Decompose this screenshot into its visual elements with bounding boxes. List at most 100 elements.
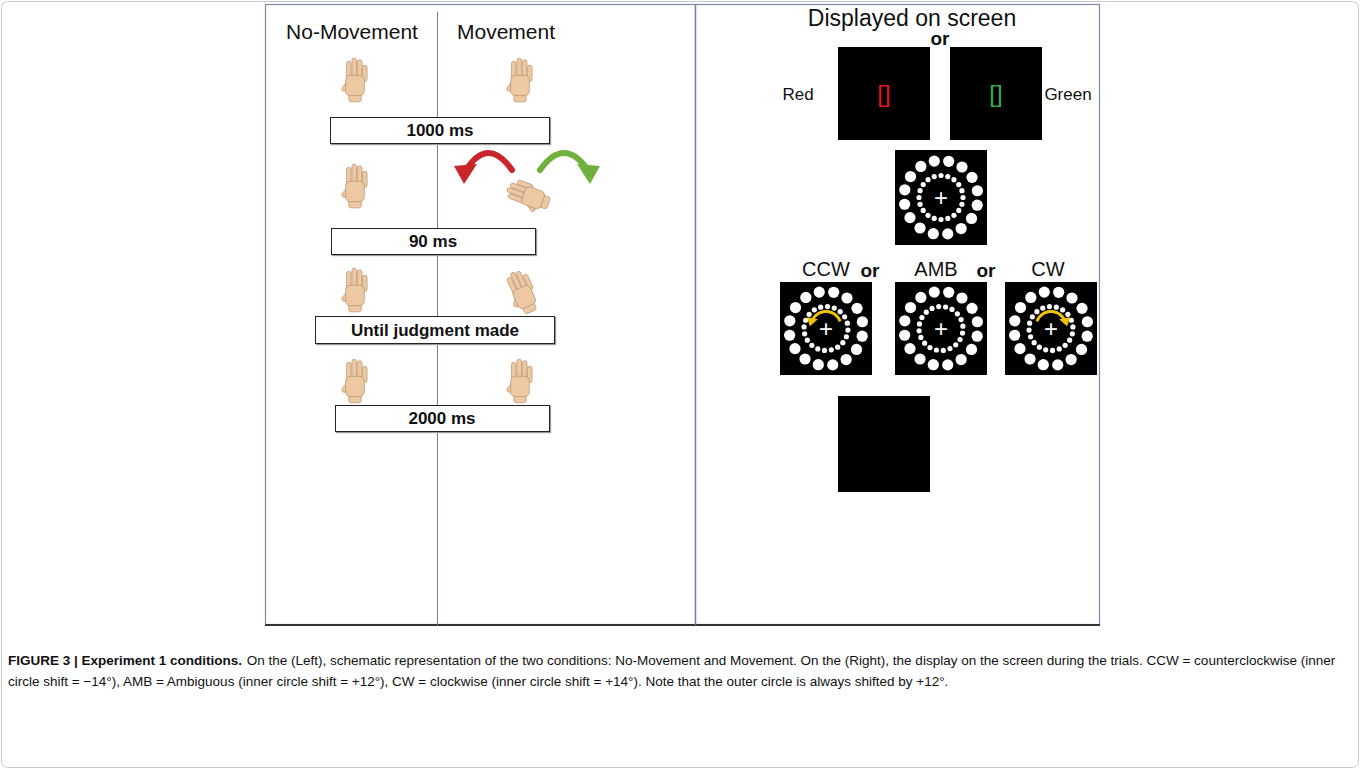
inner-dot [932,174,937,179]
inner-dot [822,348,827,353]
palm [511,376,530,396]
outer-dot [928,359,939,370]
outer-dot [904,343,915,354]
palm [512,284,538,310]
arrowhead [1059,317,1070,326]
inner-dot [938,173,943,178]
screen-symbol: [] [989,82,1002,106]
timing-box: 1000 ms [330,117,550,144]
outer-dot [841,354,852,365]
outer-dot [914,222,925,233]
inner-dot [947,346,952,351]
outer-dot [905,302,916,313]
outer-dot [1066,354,1077,365]
inner-dot [1065,312,1070,317]
screen-symbol: + [819,317,833,341]
outer-dot [841,292,852,303]
inner-dot [917,328,922,333]
hand-illustration [341,268,367,312]
outer-dot [915,292,926,303]
hand-illustration [503,177,553,217]
screen-symbol: + [934,186,948,210]
inner-dot [838,309,843,314]
panel-label: or [977,261,996,282]
outer-dot [899,330,910,341]
inner-dot [917,202,922,207]
outer-dot [928,228,939,239]
timing-box: 2000 ms [335,405,550,432]
outer-dot [956,292,967,303]
arrowhead [807,317,818,326]
outer-dot [784,330,795,341]
hand-illustration [341,164,367,208]
inner-dot [943,304,948,309]
outer-dot [1066,292,1077,303]
panel-bottom-rule [265,624,1100,626]
outer-dot [1038,359,1049,370]
inner-dot [924,310,929,315]
inner-dot [1026,327,1031,332]
outer-dot [915,161,926,172]
inner-dot [945,216,950,221]
inner-dot [1060,307,1065,312]
inner-dot [929,306,934,311]
outer-dot [904,212,915,223]
outer-dot [972,200,983,211]
palm [346,181,365,201]
inner-dot [956,182,961,187]
inner-dot [925,213,930,218]
screen-symbol: + [934,317,948,341]
outer-dot [966,344,977,355]
inner-dot [917,188,922,193]
inner-dot [815,346,820,351]
inner-dot [927,345,932,350]
inner-dot [919,315,924,320]
inner-dot [922,341,927,346]
outer-dot [972,316,983,327]
panel-label: or [861,261,880,282]
screen-symbol: + [1044,317,1058,341]
outer-dot [942,228,953,239]
inner-dot [1070,331,1075,336]
outer-dot [1009,315,1020,326]
inner-dot [959,202,964,207]
inner-dot [960,330,965,335]
palm [511,75,530,95]
inner-dot [832,306,837,311]
inner-dot [959,188,964,193]
figure-caption: FIGURE 3 | Experiment 1 conditions.On th… [8,651,1352,693]
duration-text: Until judgment made [351,322,519,339]
outer-dot [956,223,967,234]
palm [346,285,365,305]
inner-dot [809,343,814,348]
inner-dot [960,195,965,200]
stimulus-screen: + [1005,282,1097,375]
outer-dot [956,354,967,365]
outer-dot [790,302,801,313]
panel-label: CW [1031,258,1064,280]
inner-dot [805,338,810,343]
inner-dot [949,307,954,312]
outer-dot [943,287,954,298]
outer-dot [1082,331,1093,342]
inner-dot [1040,306,1045,311]
outer-dot [972,185,983,196]
outer-dot [1009,330,1020,341]
panel-label: Displayed on screen [808,6,1016,31]
inner-dot [812,307,817,312]
outer-dot [929,156,940,167]
screen-symbol: [] [877,82,890,106]
palm [520,186,545,211]
inner-dot [958,317,963,322]
inner-dot [801,324,806,329]
inner-dot [1067,338,1072,343]
inner-dot [829,347,834,352]
outer-dot [857,316,868,327]
cue-screen: [] [950,47,1042,140]
inner-dot [1043,347,1048,352]
panel-label: Red [782,86,813,105]
hand-illustration [500,267,542,318]
hand-illustration [341,58,367,102]
inner-dot [1037,345,1042,350]
